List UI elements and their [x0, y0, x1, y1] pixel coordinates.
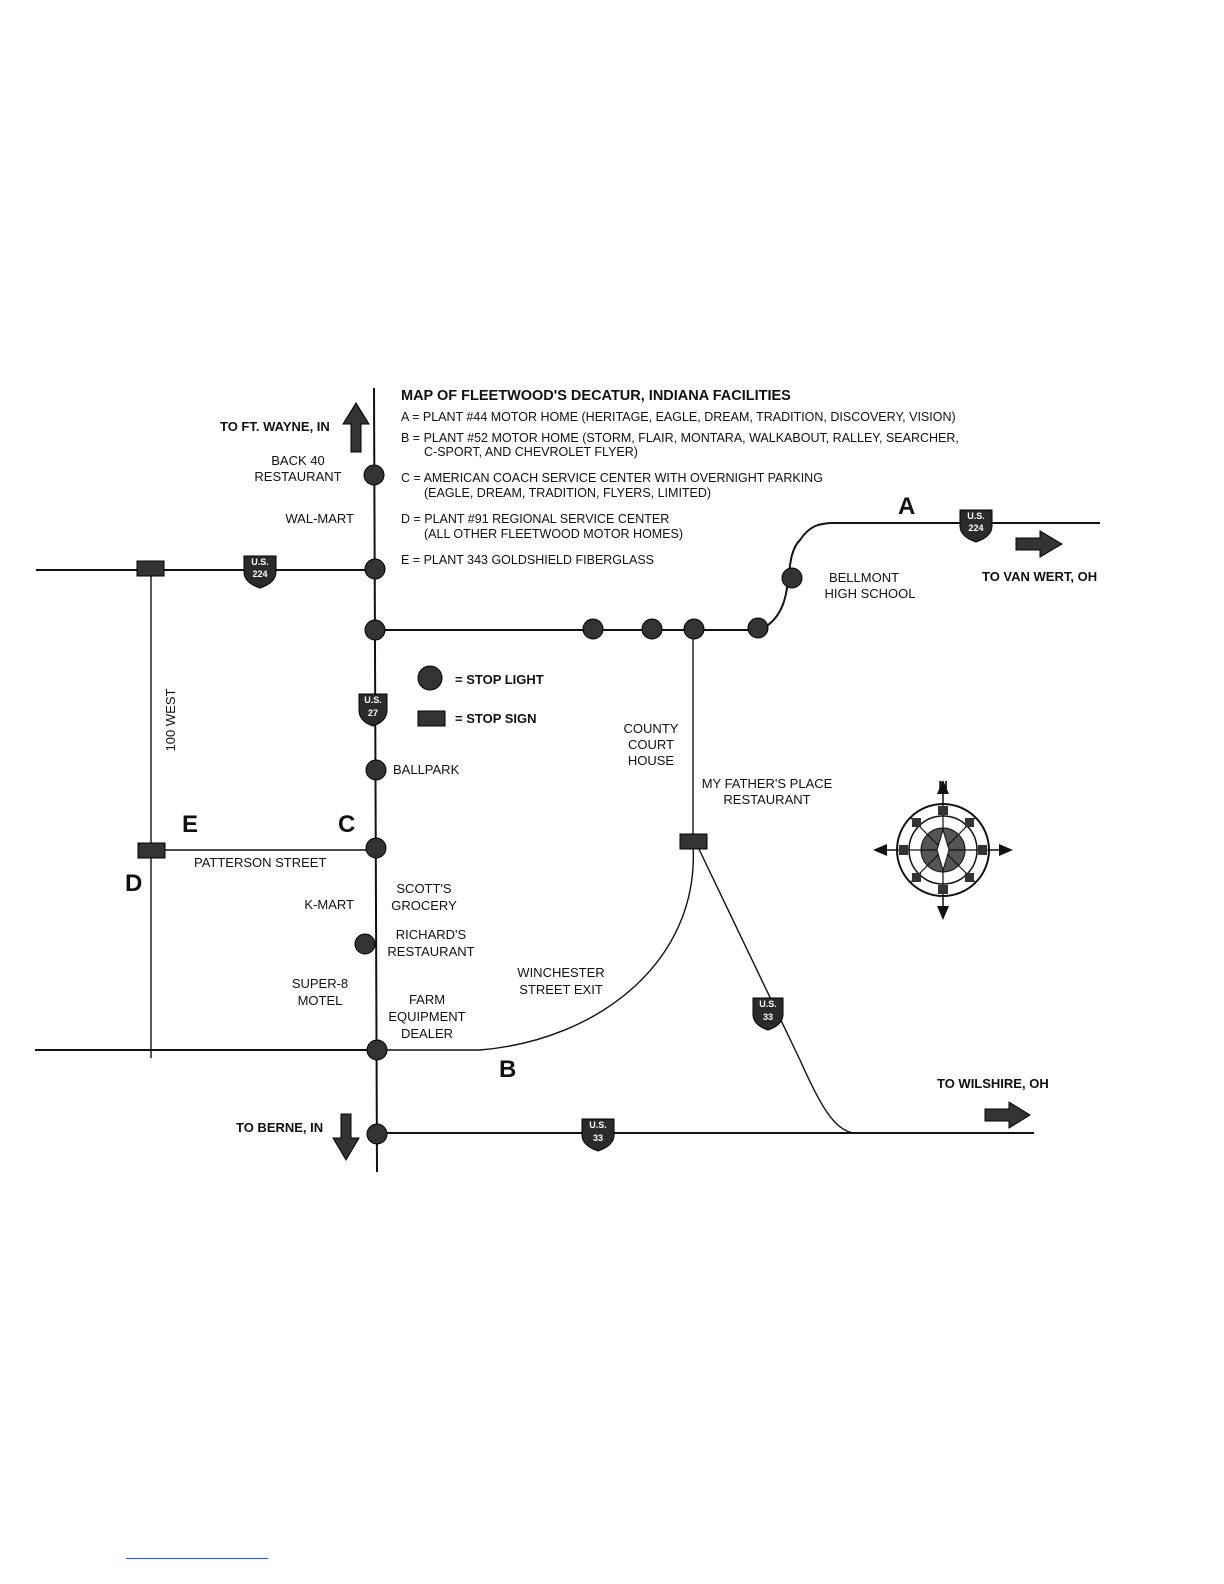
stop-light [366, 1123, 388, 1145]
label-court: COURT [628, 737, 674, 752]
stop-lights [354, 464, 803, 1145]
legend-c-cont: (EAGLE, DREAM, TRADITION, FLYERS, LIMITE… [424, 486, 711, 500]
shield-number: 27 [368, 708, 378, 718]
label-richards-restaurant: RESTAURANT [387, 944, 474, 959]
legend-c: C = AMERICAN COACH SERVICE CENTER WITH O… [401, 471, 823, 485]
label-walmart: WAL-MART [285, 511, 354, 526]
shield-number: 33 [593, 1133, 603, 1143]
road-us224-east-curve [759, 522, 1100, 631]
arrow-right-icon [984, 1101, 1031, 1129]
stop-light [582, 618, 604, 640]
facility-letter-c: C [338, 811, 355, 838]
symbol-legend: = STOP LIGHT = STOP SIGN [417, 665, 544, 727]
label-dealer: DEALER [401, 1026, 453, 1041]
facility-letters: A B C D E [125, 493, 915, 1083]
facility-letter-d: D [125, 870, 142, 897]
arrow-up-icon [342, 402, 370, 453]
label-100-west: 100 WEST [163, 689, 178, 752]
label-to-ft-wayne: TO FT. WAYNE, IN [220, 419, 330, 434]
shield-number: 224 [252, 569, 267, 579]
label-motel: MOTEL [298, 993, 343, 1008]
label-bellmont: BELLMONT [829, 570, 899, 585]
label-to-van-wert: TO VAN WERT, OH [982, 569, 1097, 584]
arrow-right-icon [1015, 530, 1063, 558]
compass-north-label: N [938, 778, 947, 793]
road-winchester-exit [377, 844, 694, 1051]
label-house: HOUSE [628, 753, 675, 768]
shield-number: 33 [763, 1012, 773, 1022]
shield-us33-diag: U.S. 33 [752, 997, 784, 1031]
stop-light [366, 1039, 388, 1061]
facility-letter-b: B [499, 1056, 516, 1083]
map-title: MAP OF FLEETWOOD'S DECATUR, INDIANA FACI… [401, 388, 791, 404]
shield-prefix: U.S. [589, 1120, 607, 1130]
shield-us33-south: U.S. 33 [581, 1118, 615, 1152]
shield-number: 224 [968, 523, 983, 533]
label-patterson-street: PATTERSON STREET [194, 855, 326, 870]
route-shields: U.S. 224 U.S. 224 U.S. 27 U.S. 33 U.S. 3… [243, 509, 993, 1152]
stop-light [364, 558, 386, 580]
label-high-school: HIGH SCHOOL [824, 586, 915, 601]
label-to-wilshire: TO WILSHIRE, OH [937, 1076, 1049, 1091]
facility-legend: A = PLANT #44 MOTOR HOME (HERITAGE, EAGL… [401, 410, 959, 567]
stop-sign-icon [417, 710, 446, 727]
label-ballpark: BALLPARK [393, 762, 460, 777]
shield-prefix: U.S. [759, 999, 777, 1009]
shield-prefix: U.S. [364, 695, 382, 705]
label-kmart: K-MART [304, 897, 354, 912]
stop-light [747, 617, 769, 639]
direction-arrows [332, 402, 1063, 1161]
footer-rule [126, 1558, 268, 1559]
stop-sign [136, 560, 165, 577]
legend-b: B = PLANT #52 MOTOR HOME (STORM, FLAIR, … [401, 431, 959, 445]
place-labels: BACK 40 RESTAURANT WAL-MART BELLMONT HIG… [163, 453, 916, 1041]
label-farm: FARM [409, 992, 445, 1007]
stop-light [354, 933, 376, 955]
label-county: COUNTY [624, 721, 679, 736]
label-fathers-place: MY FATHER'S PLACE [702, 776, 833, 791]
legend-b-cont: C-SPORT, AND CHEVROLET FLYER) [424, 445, 638, 459]
arrow-down-icon [332, 1113, 360, 1161]
stop-light [781, 567, 803, 589]
stop-light [363, 464, 385, 486]
stop-sign [137, 842, 166, 859]
facility-letter-e: E [182, 811, 198, 838]
stop-light-icon [417, 665, 443, 691]
label-back40: BACK 40 [271, 453, 324, 468]
label-super8: SUPER-8 [292, 976, 348, 991]
shield-us224-west: U.S. 224 [243, 555, 277, 589]
label-scotts: SCOTT'S [396, 881, 452, 896]
legend-d: D = PLANT #91 REGIONAL SERVICE CENTER [401, 512, 669, 526]
label-equipment: EQUIPMENT [388, 1009, 465, 1024]
label-to-berne: TO BERNE, IN [236, 1120, 323, 1135]
shield-prefix: U.S. [251, 557, 269, 567]
stop-sign [679, 833, 708, 850]
stop-light [365, 759, 387, 781]
stop-light [683, 618, 705, 640]
label-fathers-restaurant: RESTAURANT [723, 792, 810, 807]
label-grocery: GROCERY [391, 898, 457, 913]
legend-e: E = PLANT 343 GOLDSHIELD FIBERGLASS [401, 553, 654, 567]
stop-light [365, 837, 387, 859]
legend-stop-light: = STOP LIGHT [455, 672, 544, 687]
shield-prefix: U.S. [967, 511, 985, 521]
legend-a: A = PLANT #44 MOTOR HOME (HERITAGE, EAGL… [401, 410, 956, 424]
label-richards: RICHARD'S [396, 927, 467, 942]
stop-signs [136, 560, 708, 859]
facility-letter-a: A [898, 493, 915, 520]
legend-stop-sign: = STOP SIGN [455, 711, 537, 726]
legend-d-cont: (ALL OTHER FLEETWOOD MOTOR HOMES) [424, 527, 683, 541]
shield-us224-east: U.S. 224 [959, 509, 993, 543]
stop-light [364, 619, 386, 641]
label-winchester: WINCHESTER [517, 965, 604, 980]
shield-us27: U.S. 27 [358, 693, 388, 727]
label-back40-restaurant: RESTAURANT [254, 469, 341, 484]
compass-rose-icon: N [873, 778, 1013, 920]
stop-light [641, 618, 663, 640]
road-us33 [696, 844, 856, 1134]
label-street-exit: STREET EXIT [519, 982, 603, 997]
